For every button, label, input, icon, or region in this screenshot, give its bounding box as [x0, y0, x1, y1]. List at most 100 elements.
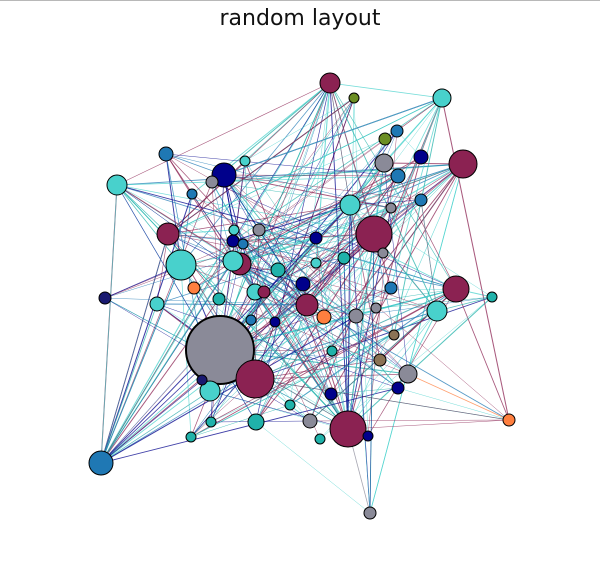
- graph-edge: [165, 153, 399, 177]
- graph-edge: [254, 291, 381, 361]
- graph-edge: [100, 264, 182, 464]
- graph-edge: [210, 204, 351, 423]
- graph-edge: [244, 160, 349, 430]
- graph-node: [377, 247, 389, 259]
- graph-node: [502, 413, 516, 427]
- graph-edge: [349, 204, 377, 309]
- graph-node: [329, 410, 367, 448]
- graph-edge: [223, 97, 443, 176]
- graph-node: [187, 281, 201, 295]
- graph-edge: [211, 181, 234, 262]
- graph-node: [388, 329, 400, 341]
- graph-node: [391, 381, 405, 395]
- graph-edge: [274, 252, 384, 323]
- graph-edge: [369, 233, 375, 514]
- graph-edge: [100, 243, 244, 464]
- graph-edge: [373, 97, 443, 235]
- graph-edge: [355, 315, 371, 514]
- graph-node: [149, 296, 165, 312]
- graph-edge: [393, 97, 443, 336]
- graph-edge: [250, 82, 331, 321]
- graph-edge: [277, 269, 332, 395]
- graph-node: [205, 175, 219, 189]
- graph-edge: [223, 174, 510, 421]
- graph-node: [432, 88, 452, 108]
- graph-node: [486, 291, 498, 303]
- graph-edge: [116, 184, 317, 239]
- graph-edge: [167, 97, 443, 235]
- graph-node: [237, 238, 249, 250]
- graph-node: [247, 413, 265, 431]
- graph-node: [269, 316, 281, 328]
- graph-edge: [211, 181, 332, 395]
- graph-edge: [100, 184, 118, 464]
- graph-edge: [343, 257, 349, 430]
- graph-node: [316, 309, 332, 325]
- graph-edge: [100, 229, 235, 464]
- graph-edge: [242, 97, 443, 245]
- graph-edge: [167, 138, 386, 235]
- graph-node: [370, 302, 382, 314]
- graph-edge: [100, 240, 234, 464]
- graph-edge: [329, 82, 443, 99]
- graph-edge: [232, 233, 375, 262]
- graph-edge: [242, 243, 265, 293]
- graph-edge: [455, 288, 510, 421]
- graph-edge: [315, 237, 325, 318]
- node-layer: [88, 72, 516, 520]
- graph-edge: [190, 288, 457, 438]
- graph-edge: [441, 97, 510, 421]
- graph-edge: [100, 303, 158, 464]
- graph-edge: [397, 175, 457, 290]
- graph-edge: [156, 303, 308, 306]
- graph-edge: [390, 97, 443, 289]
- graph-edge: [190, 163, 464, 438]
- top-border: [0, 0, 600, 1]
- graph-edge: [306, 162, 385, 306]
- graph-node: [363, 506, 377, 520]
- graph-node: [295, 293, 319, 317]
- graph-node: [324, 387, 338, 401]
- graph-node: [348, 308, 364, 324]
- graph-node: [378, 132, 392, 146]
- graph-edge: [232, 260, 510, 421]
- graph-edge: [289, 82, 331, 406]
- graph-edge: [244, 97, 355, 162]
- graph-node: [226, 234, 240, 248]
- graph-node: [374, 153, 394, 173]
- graph-edge: [255, 421, 371, 514]
- graph-edge: [223, 174, 422, 201]
- graph-node: [284, 399, 296, 411]
- graph-node: [156, 222, 180, 246]
- graph-edge: [255, 138, 386, 423]
- graph-edge: [116, 184, 395, 336]
- graph-edge: [165, 153, 182, 266]
- graph-edge: [242, 243, 438, 312]
- graph-edge: [250, 288, 457, 321]
- graph-edge: [223, 174, 399, 389]
- graph-node: [239, 155, 251, 167]
- graph-edge: [223, 174, 399, 177]
- graph-edge: [193, 240, 234, 289]
- graph-edge: [100, 315, 357, 464]
- graph-node: [390, 124, 404, 138]
- graph-node: [88, 450, 114, 476]
- graph-node: [199, 380, 221, 402]
- graph-node: [228, 224, 240, 236]
- graph-edge: [104, 199, 422, 299]
- graph-node: [185, 315, 255, 385]
- graph-node: [414, 193, 428, 207]
- graph-node: [309, 231, 323, 245]
- graph-node: [373, 353, 387, 367]
- graph-edge: [116, 184, 457, 290]
- graph-node: [442, 275, 470, 303]
- graph-edge: [254, 378, 510, 421]
- graph-node: [212, 292, 226, 306]
- graph-edge: [232, 175, 399, 262]
- graph-node: [205, 416, 217, 428]
- graph-node: [319, 72, 341, 94]
- graph-edge: [100, 390, 211, 464]
- graph-edge: [167, 233, 349, 430]
- graph-edge: [223, 174, 409, 375]
- graph-edge: [193, 204, 351, 289]
